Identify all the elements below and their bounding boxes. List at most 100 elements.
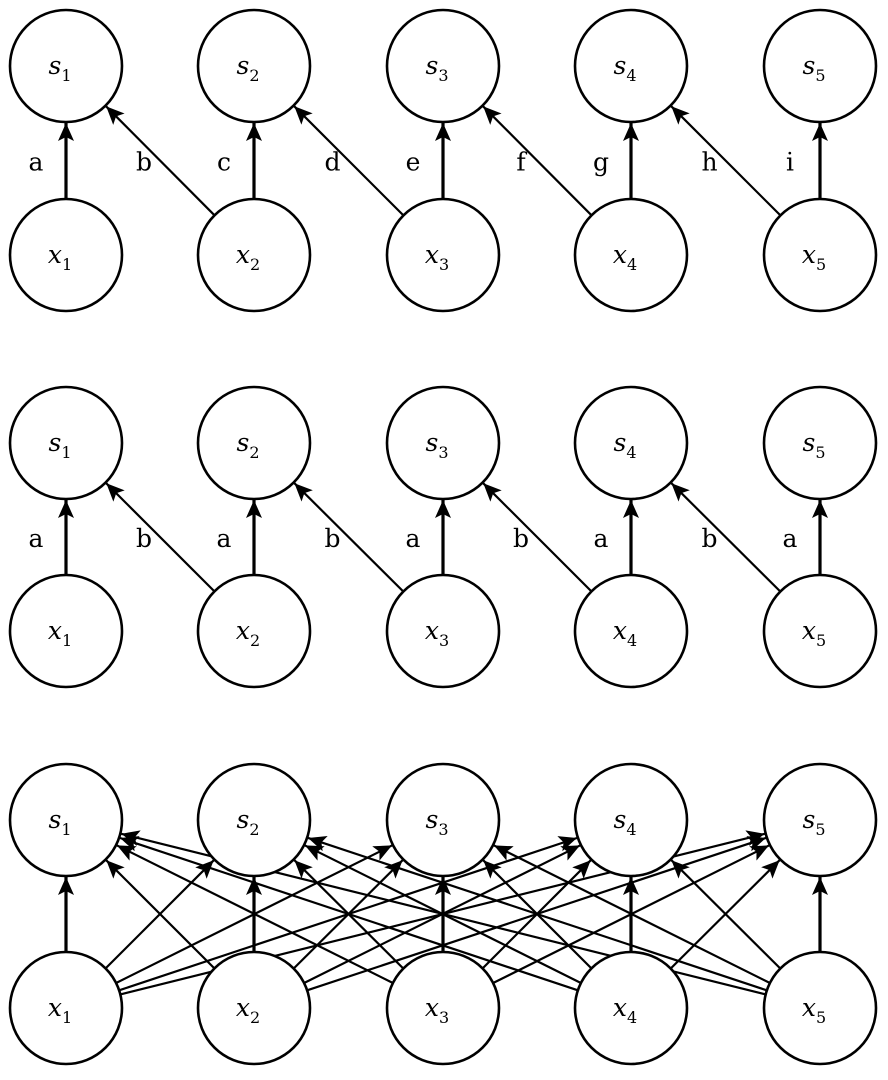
node-x1-circle <box>8 950 124 1066</box>
weight-label: a <box>594 524 609 553</box>
node-x1-label: x1 <box>48 616 72 650</box>
node-s1: s1 <box>8 8 124 124</box>
edge-x2-to-s1 <box>105 105 216 217</box>
edge-x4-to-s3 <box>482 105 593 217</box>
node-s1: s1 <box>8 762 124 878</box>
node-s2: s2 <box>196 8 312 124</box>
node-x4-label: x4 <box>613 240 637 274</box>
node-s3-label: s3 <box>425 805 448 839</box>
node-s5: s5 <box>762 762 878 878</box>
weight-label: g <box>593 148 609 177</box>
node-x3: x3 <box>385 573 501 689</box>
node-s1-label: s1 <box>48 428 71 462</box>
node-s4-circle <box>573 385 689 501</box>
node-s2-label: s2 <box>236 805 259 839</box>
node-x4-circle <box>573 197 689 313</box>
edge-x4-to-s1 <box>119 836 579 992</box>
node-x1: x1 <box>8 573 124 689</box>
edge-x5-to-s3 <box>493 844 771 984</box>
edge-x5-to-s4 <box>670 105 782 217</box>
node-x2: x2 <box>196 950 312 1066</box>
weight-label: c <box>217 148 231 177</box>
node-s5-label: s5 <box>802 51 825 85</box>
node-x2-circle <box>196 573 312 689</box>
node-x1-label: x1 <box>48 240 72 274</box>
node-s5-circle <box>762 385 878 501</box>
node-s2: s2 <box>196 385 312 501</box>
weight-label: a <box>29 148 44 177</box>
weight-label: d <box>324 148 340 177</box>
node-s1: s1 <box>8 385 124 501</box>
weight-label: a <box>29 524 44 553</box>
node-x1-circle <box>8 573 124 689</box>
node-s4-label: s4 <box>613 51 636 85</box>
node-s5-label: s5 <box>802 805 825 839</box>
node-s1-label: s1 <box>48 51 71 85</box>
node-x3-label: x3 <box>425 616 449 650</box>
node-s1-label: s1 <box>48 805 71 839</box>
node-s3-circle <box>385 8 501 124</box>
edge-x2-to-s1 <box>105 859 216 970</box>
node-s3-circle <box>385 385 501 501</box>
node-s2-circle <box>196 8 312 124</box>
node-s3-label: s3 <box>425 51 448 85</box>
node-x4-label: x4 <box>613 616 637 650</box>
node-s3-label: s3 <box>425 428 448 462</box>
node-s2-circle <box>196 385 312 501</box>
node-s5-label: s5 <box>802 428 825 462</box>
node-x3-circle <box>385 197 501 313</box>
weight-label: b <box>513 524 529 553</box>
weight-label: h <box>701 148 717 177</box>
node-s4-circle <box>573 762 689 878</box>
node-s2-label: s2 <box>236 428 259 462</box>
node-x2-circle <box>196 197 312 313</box>
node-x5-circle <box>762 197 878 313</box>
node-s3-circle <box>385 762 501 878</box>
node-x4: x4 <box>573 197 689 313</box>
node-s3: s3 <box>385 8 501 124</box>
node-x3: x3 <box>385 197 501 313</box>
weight-label: a <box>783 524 798 553</box>
node-x3-label: x3 <box>425 240 449 274</box>
node-s4-label: s4 <box>613 428 636 462</box>
node-s5-circle <box>762 8 878 124</box>
weight-label: e <box>406 148 421 177</box>
node-s2-label: s2 <box>236 51 259 85</box>
node-x4-label: x4 <box>613 993 637 1027</box>
weight-label: b <box>701 524 717 553</box>
node-x5: x5 <box>762 197 878 313</box>
node-x5-label: x5 <box>802 240 826 274</box>
node-x4-circle <box>573 573 689 689</box>
weight-label: i <box>786 148 794 177</box>
edge-x5-to-s4 <box>670 482 782 593</box>
node-x5-label: x5 <box>802 993 826 1027</box>
node-s3: s3 <box>385 762 501 878</box>
node-s5-circle <box>762 762 878 878</box>
node-x4-circle <box>573 950 689 1066</box>
node-x2-label: x2 <box>236 993 260 1027</box>
node-x5: x5 <box>762 573 878 689</box>
node-s3: s3 <box>385 385 501 501</box>
edge-x3-to-s2 <box>293 105 405 217</box>
node-x5-label: x5 <box>802 616 826 650</box>
edge-x3-to-s1 <box>116 844 394 984</box>
node-x5-circle <box>762 950 878 1066</box>
node-x1-circle <box>8 197 124 313</box>
weight-label: b <box>136 524 152 553</box>
node-s4-label: s4 <box>613 805 636 839</box>
node-x3-label: x3 <box>425 993 449 1027</box>
node-x2: x2 <box>196 197 312 313</box>
edge-x3-to-s2 <box>293 482 405 593</box>
node-s5: s5 <box>762 8 878 124</box>
node-x2-circle <box>196 950 312 1066</box>
node-x4: x4 <box>573 950 689 1066</box>
node-s4: s4 <box>573 8 689 124</box>
node-s4: s4 <box>573 762 689 878</box>
node-x4: x4 <box>573 573 689 689</box>
